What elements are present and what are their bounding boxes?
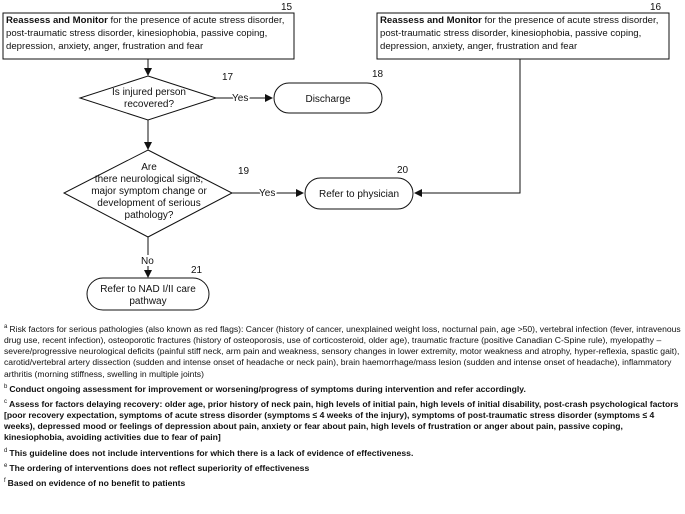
step-number-20: 20 <box>397 165 409 176</box>
decision-neuro-line3: major symptom change or <box>91 186 207 197</box>
edge-label-yes-1: Yes <box>232 93 248 104</box>
decision-neuro-line5: pathology? <box>125 210 174 221</box>
monitor-left-bold: Reassess and Monitor <box>6 15 108 26</box>
monitor-left-line2: post-traumatic stress disorder, kinesiop… <box>6 28 268 39</box>
terminal-nad <box>86 277 210 311</box>
terminal-nad-line1: Refer to NAD I/II care <box>100 284 196 295</box>
monitor-right-line2: post-traumatic stress disorder, kinesiop… <box>380 28 642 39</box>
decision-neuro-line1: Are <box>141 162 157 173</box>
decision-recovered-line1: Is injured person <box>112 87 186 98</box>
step-number-16: 16 <box>650 2 662 13</box>
decision-neuro-line4: development of serious <box>97 198 200 209</box>
footnote-text: Based on evidence of no benefit to patie… <box>7 477 186 488</box>
flowchart: 15 16 Is injured person recovered? 17 Ye… <box>2 2 670 311</box>
monitor-box-right <box>376 12 670 60</box>
footnote-text: Conduct ongoing assessment for improveme… <box>9 383 526 394</box>
terminal-physician <box>304 177 414 210</box>
step-number-21: 21 <box>191 265 203 276</box>
monitor-box-right-text: Reassess and Monitor for the presence of… <box>380 14 668 53</box>
terminal-nad-line2: pathway <box>129 296 166 307</box>
terminal-physician-label: Refer to physician <box>319 189 399 200</box>
footnote-mark: e <box>4 462 8 469</box>
edge-label-no: No <box>141 256 154 267</box>
monitor-box-left-text: Reassess and Monitor for the presence of… <box>6 14 293 53</box>
footnote-text: This guideline does not include interven… <box>9 447 414 458</box>
edge-label-yes-2: Yes <box>259 188 275 199</box>
footnote-text: Assess for factors delaying recovery: ol… <box>4 398 679 443</box>
monitor-right-bold: Reassess and Monitor <box>380 15 482 26</box>
footnote-text: Risk factors for serious pathologies (al… <box>4 323 681 379</box>
footnote-text: The ordering of interventions does not r… <box>9 462 310 473</box>
monitor-left-line1: for the presence of acute stress disorde… <box>107 15 285 26</box>
monitor-left-line3: depression, anxiety, anger, frustration … <box>6 41 204 52</box>
terminal-discharge-label: Discharge <box>305 94 350 105</box>
monitor-right-line3: depression, anxiety, anger, frustration … <box>380 41 578 52</box>
monitor-right-line1: for the presence of acute stress disorde… <box>481 15 659 26</box>
footnote-mark: c <box>4 398 7 405</box>
step-number-18: 18 <box>372 69 384 80</box>
step-number-17: 17 <box>222 72 234 83</box>
decision-recovered-line2: recovered? <box>124 99 174 110</box>
decision-recovered <box>78 75 218 121</box>
footnote-mark: b <box>4 383 8 390</box>
step-number-15: 15 <box>281 2 293 13</box>
footnote-mark: a <box>4 324 8 330</box>
edge-monitor-right-to-physician <box>414 59 521 197</box>
decision-neuro-line2: there neurological signs, <box>95 174 203 185</box>
footnote-mark: d <box>4 447 8 454</box>
step-number-19: 19 <box>238 166 250 177</box>
terminal-discharge <box>273 82 383 114</box>
footnote-mark: f <box>4 477 6 484</box>
monitor-box-left <box>2 12 295 60</box>
